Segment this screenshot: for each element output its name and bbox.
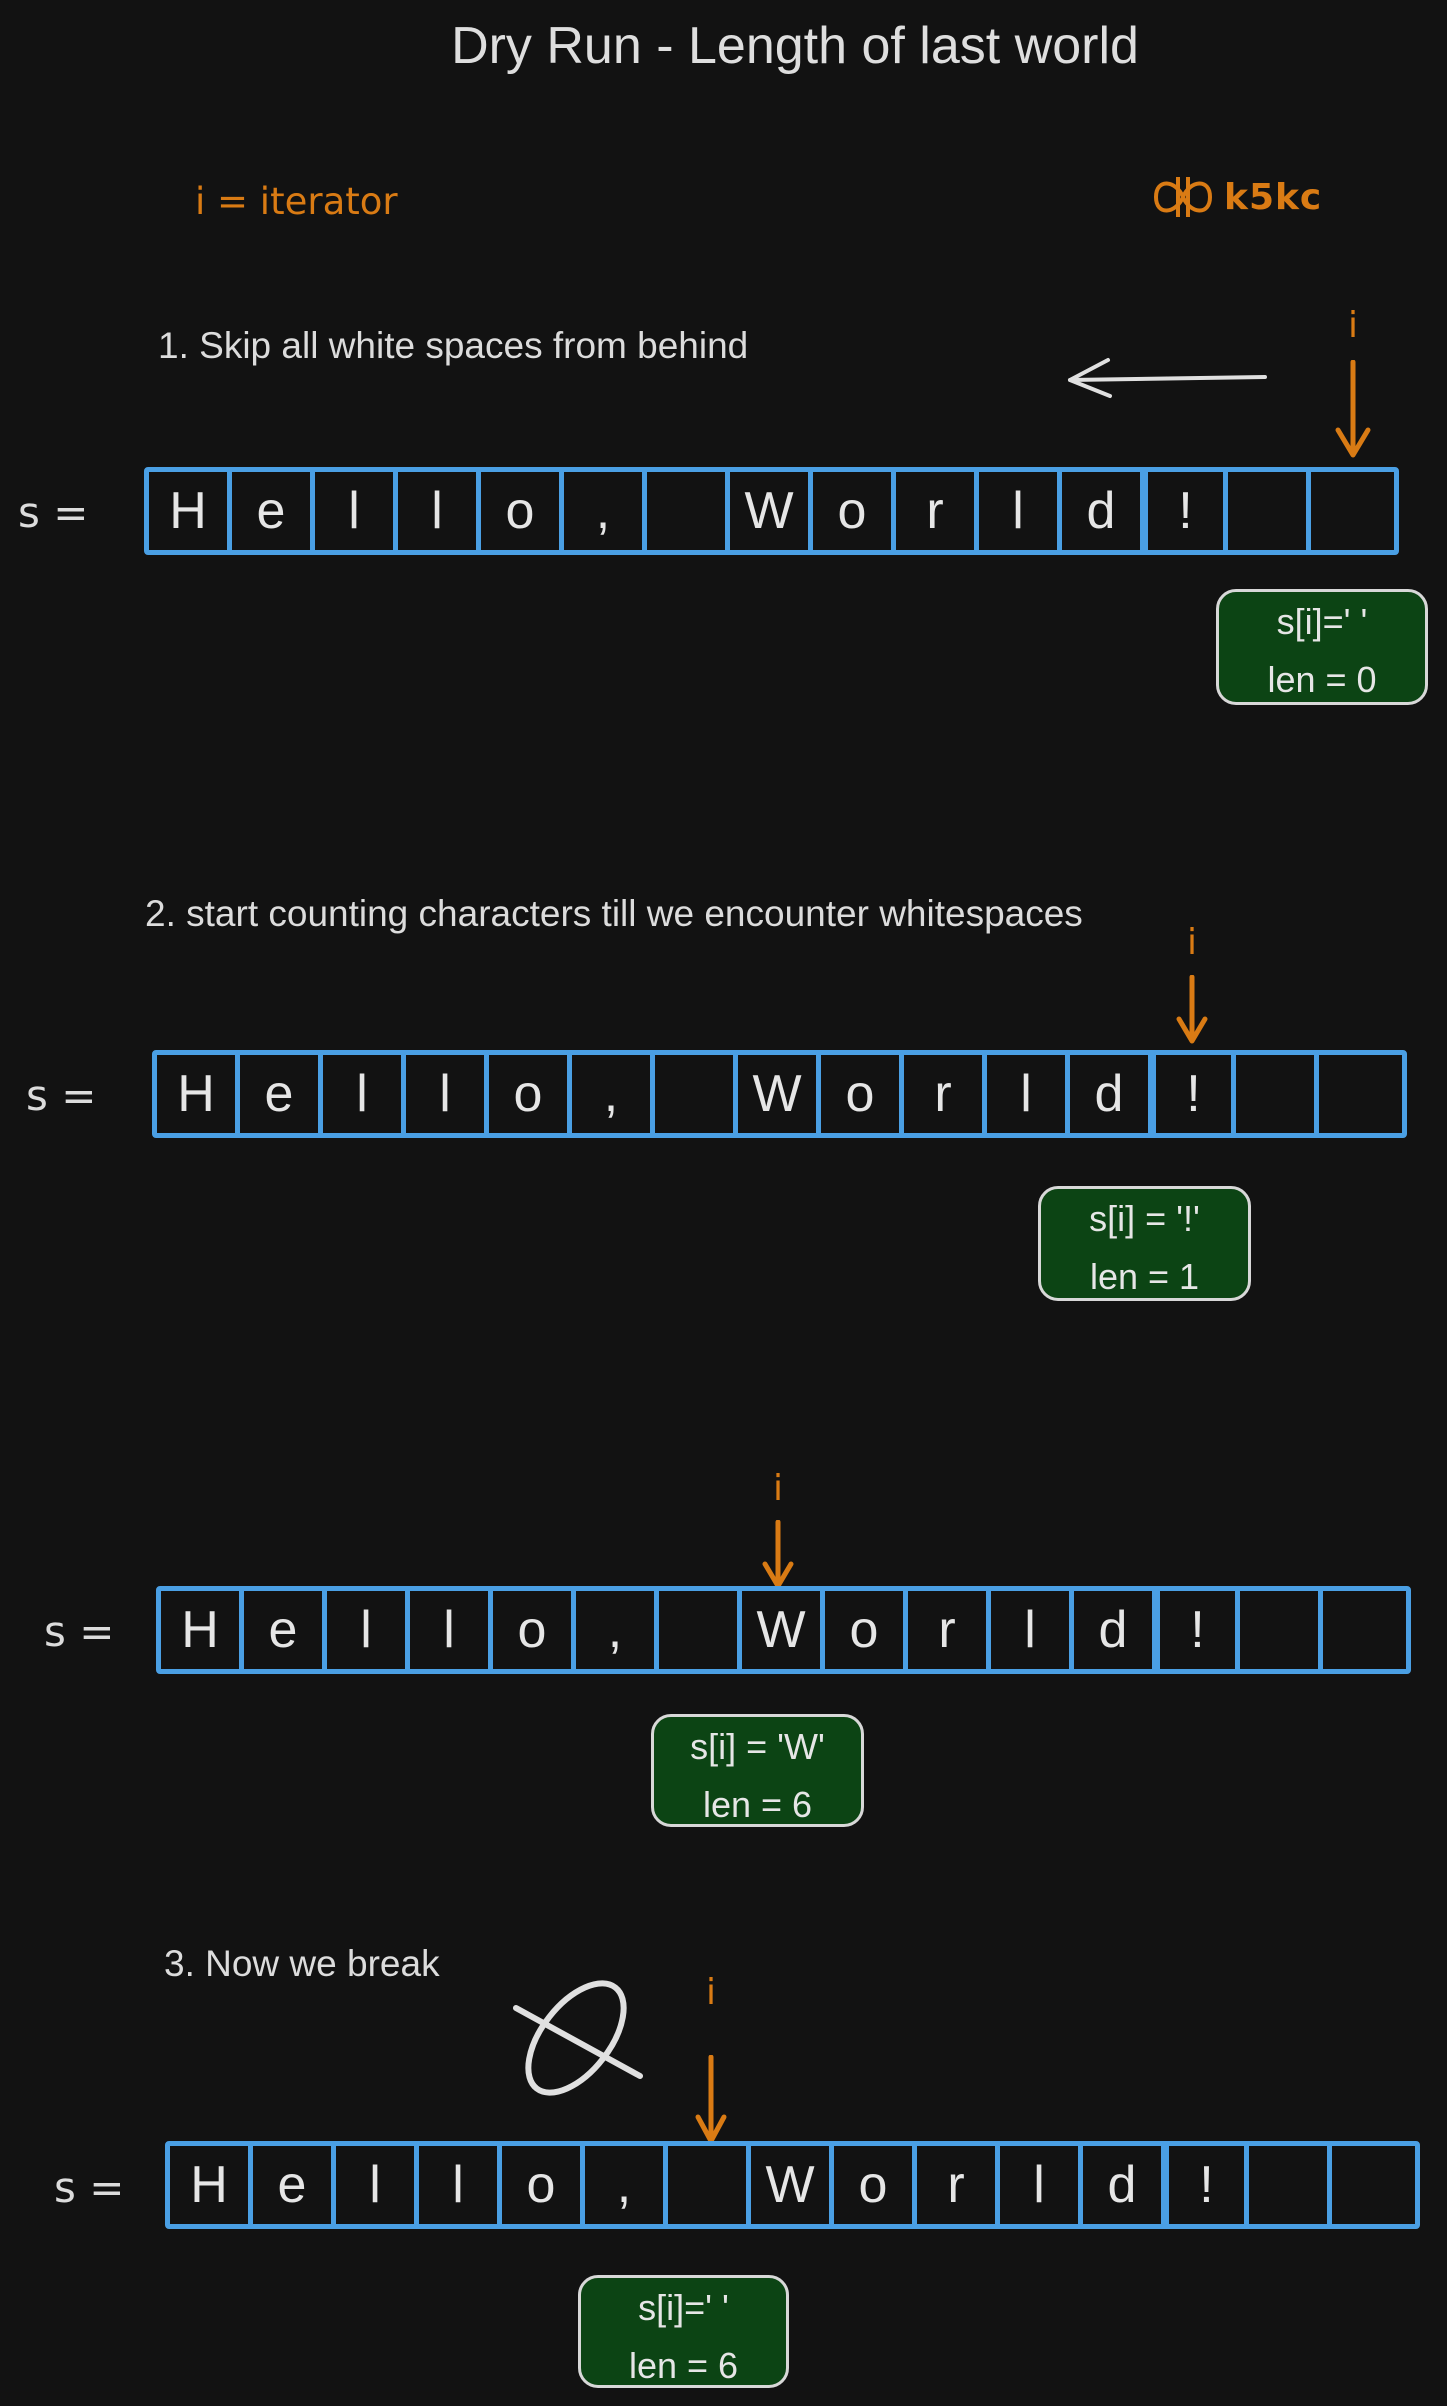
array-cell — [655, 1055, 738, 1133]
array-cell: W — [742, 1591, 825, 1669]
array-cell: o — [481, 472, 564, 550]
array-cell: o — [493, 1591, 576, 1669]
array-cell: H — [170, 2146, 253, 2224]
array-cell: o — [813, 472, 896, 550]
array-cell: r — [908, 1591, 991, 1669]
array-cell: l — [315, 472, 398, 550]
array-cell: e — [240, 1055, 323, 1133]
array-cell: , — [564, 472, 647, 550]
array-cell: ! — [1166, 2146, 1249, 2224]
step-1-heading: 1. Skip all white spaces from behind — [158, 325, 749, 366]
array-cell: l — [327, 1591, 410, 1669]
array-cell: W — [738, 1055, 821, 1133]
array-cell: l — [410, 1591, 493, 1669]
step-2b-info-len: len = 6 — [702, 1784, 813, 1825]
array-cell — [1249, 2146, 1332, 2224]
array-cell: l — [987, 1055, 1070, 1133]
array-cell: , — [576, 1591, 659, 1669]
step-1-info-len: len = 0 — [1267, 659, 1377, 700]
break-symbol-icon — [513, 1980, 643, 2096]
array-cell: H — [157, 1055, 240, 1133]
step-2-array-label: s = — [26, 1071, 97, 1120]
step-3-pointer-arrow — [695, 2055, 727, 2144]
array-cell: o — [489, 1055, 572, 1133]
array-cell — [1311, 472, 1394, 550]
step-2-heading: 2. start counting characters till we enc… — [145, 893, 1083, 934]
array-cell: ! — [1145, 472, 1228, 550]
array-cell: l — [398, 472, 481, 550]
step-1-info-char: s[i]=' ' — [1276, 601, 1368, 642]
array-cell: l — [419, 2146, 502, 2224]
array-cell — [1236, 1055, 1319, 1133]
array-cell: r — [896, 472, 979, 550]
step-1-pointer-label: i — [1347, 305, 1358, 346]
array-cell: W — [751, 2146, 834, 2224]
step-2-pointer-label: i — [1186, 922, 1197, 963]
array-cell: r — [904, 1055, 987, 1133]
array-cell — [647, 472, 730, 550]
array-cell: W — [730, 472, 813, 550]
array-cell: , — [572, 1055, 655, 1133]
array-cell — [1240, 1591, 1323, 1669]
array-cell: ! — [1153, 1055, 1236, 1133]
array-cell: l — [979, 472, 1062, 550]
array-cell — [1319, 1055, 1402, 1133]
step-3-info-box: s[i]=' ' len = 6 — [578, 2275, 789, 2388]
infinity-logo-icon — [1153, 177, 1213, 217]
array-cell: d — [1083, 2146, 1166, 2224]
array-cell — [1332, 2146, 1415, 2224]
step-1-pointer-arrow — [1335, 360, 1371, 458]
array-cell: l — [991, 1591, 1074, 1669]
step-2-pointer-arrow — [1176, 975, 1208, 1044]
array-cell: e — [253, 2146, 336, 2224]
array-cell: r — [917, 2146, 1000, 2224]
step-2b-info-char: s[i] = 'W' — [690, 1726, 825, 1767]
step-2-info-box: s[i] = '!' len = 1 — [1038, 1186, 1251, 1301]
step-2-info-char: s[i] = '!' — [1089, 1198, 1200, 1239]
array-cell: e — [244, 1591, 327, 1669]
logo-text: k5kc — [1224, 176, 1323, 218]
page-title: Dry Run - Length of last world — [451, 17, 1139, 75]
array-cell: d — [1070, 1055, 1153, 1133]
step-3-array-label: s = — [54, 2163, 125, 2212]
step-2-info-len: len = 1 — [1089, 1256, 1200, 1297]
array-cell: o — [825, 1591, 908, 1669]
step-1-array-label: s = — [18, 488, 89, 537]
step-2b-pointer-label: i — [772, 1468, 783, 1509]
array-cell: o — [834, 2146, 917, 2224]
array-cell: H — [149, 472, 232, 550]
step-3-pointer-label: i — [705, 1972, 716, 2013]
array-cell — [668, 2146, 751, 2224]
array-cell: l — [1000, 2146, 1083, 2224]
left-arrow-icon — [1068, 358, 1267, 398]
array-cell: d — [1062, 472, 1145, 550]
array-cell: e — [232, 472, 315, 550]
array-cell: ! — [1157, 1591, 1240, 1669]
step-3-info-char: s[i]=' ' — [638, 2287, 729, 2328]
step-1-info-box: s[i]=' ' len = 0 — [1216, 589, 1428, 705]
array-cell — [1323, 1591, 1406, 1669]
step-3-heading: 3. Now we break — [164, 1943, 440, 1984]
array-cell: l — [323, 1055, 406, 1133]
iterator-legend: i = iterator — [195, 180, 398, 223]
array-cell: d — [1074, 1591, 1157, 1669]
step-3-info-len: len = 6 — [628, 2345, 739, 2386]
array-cell: o — [502, 2146, 585, 2224]
array-cell: o — [821, 1055, 904, 1133]
array-cell — [1228, 472, 1311, 550]
array-cell: l — [406, 1055, 489, 1133]
array-cell: , — [585, 2146, 668, 2224]
array-cell — [659, 1591, 742, 1669]
step-2b-info-box: s[i] = 'W' len = 6 — [651, 1714, 864, 1827]
logo: k5kc — [1148, 172, 1322, 222]
step-2b-pointer-arrow — [762, 1520, 794, 1589]
step-2b-array-label: s = — [44, 1607, 115, 1656]
array-cell: l — [336, 2146, 419, 2224]
array-cell: H — [161, 1591, 244, 1669]
